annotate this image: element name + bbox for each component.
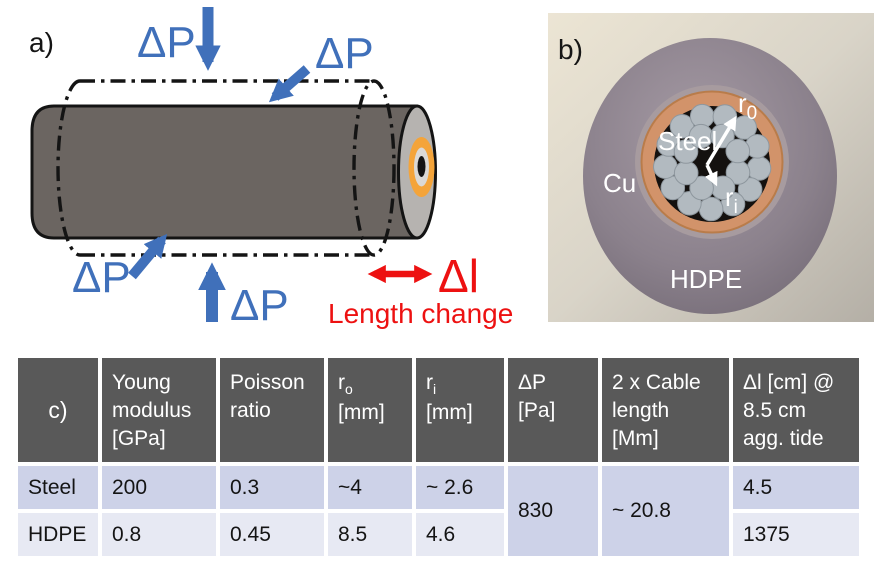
hdpe-label: HDPE: [670, 264, 742, 294]
pressure-label-lower-left: ΔP: [72, 253, 131, 302]
radius-inner-arrow: [704, 164, 718, 187]
col-header-r-inner: ri [mm]: [416, 358, 504, 462]
dash-dot-outline: [56, 79, 396, 257]
col-header-delta-p: ΔP[Pa]: [508, 358, 598, 462]
cell-material-steel: Steel: [18, 466, 98, 509]
length-symbol: Δl: [438, 250, 479, 302]
cell-dl-steel: 4.5: [733, 466, 859, 509]
cu-label: Cu: [603, 168, 636, 198]
cell-ri-steel: ~ 2.6: [416, 466, 504, 509]
table-corner-label: c): [18, 358, 98, 462]
cell-material-hdpe: HDPE: [18, 513, 98, 556]
pressure-label-top: ΔP: [137, 18, 196, 67]
panel-b-label: b): [558, 34, 583, 65]
steel-label: Steel: [658, 126, 717, 156]
cell-ri-hdpe: 4.6: [416, 513, 504, 556]
pressure-arrow-upper-right: [268, 65, 311, 103]
cell-poisson-steel: 0.3: [220, 466, 324, 509]
panel-a-label: a): [29, 27, 54, 58]
col-header-r-outer: ro [mm]: [328, 358, 412, 462]
radius-inner-label: ri: [725, 182, 738, 218]
core-center-hole: [417, 156, 426, 177]
cell-delta-p-merged: 830: [508, 466, 598, 556]
cylinder-body: [30, 104, 419, 240]
radius-outer-label: r0: [738, 88, 757, 124]
radius-outer-arrow: [705, 115, 737, 166]
panel-b-photo: b) Steel Cu HDPE r0 ri: [548, 13, 874, 322]
cell-cable-length-merged: ~ 20.8: [602, 466, 729, 556]
pressure-label-upper-right: ΔP: [315, 29, 374, 78]
panel-a-diagram: a) ΔP ΔP ΔP ΔP Δl Length change: [29, 7, 513, 330]
cell-ro-steel: ~4: [328, 466, 412, 509]
cell-ro-hdpe: 8.5: [328, 513, 412, 556]
cell-dl-hdpe: 1375: [733, 513, 859, 556]
cell-poisson-hdpe: 0.45: [220, 513, 324, 556]
cell-young-steel: 200: [102, 466, 216, 509]
length-caption: Length change: [328, 298, 513, 329]
pressure-label-bottom: ΔP: [230, 281, 289, 330]
cell-young-hdpe: 0.8: [102, 513, 216, 556]
pressure-arrow-lower-left: [128, 233, 168, 280]
